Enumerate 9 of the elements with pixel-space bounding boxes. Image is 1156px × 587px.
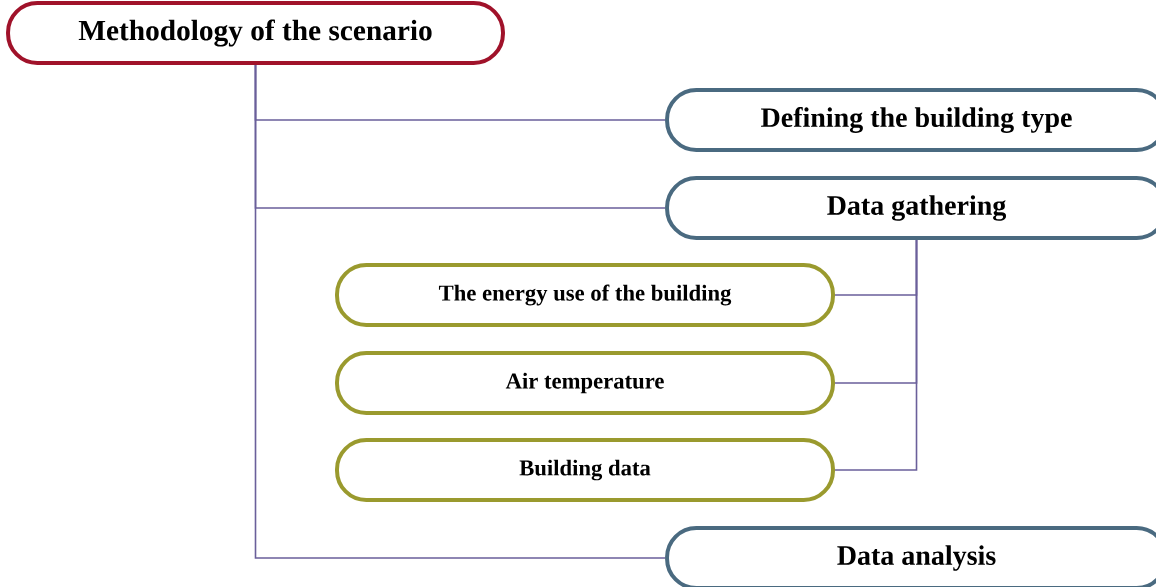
rounded-box: The energy use of the building xyxy=(335,263,835,327)
connector-line xyxy=(834,239,918,471)
connector-line xyxy=(254,64,666,559)
rounded-box: Data gathering xyxy=(665,176,1156,240)
rounded-box: Defining the building type xyxy=(665,88,1156,152)
rounded-box: Data analysis xyxy=(665,526,1156,587)
rounded-box: Building data xyxy=(335,438,835,502)
rounded-box: Air temperature xyxy=(335,351,835,415)
rounded-box: Methodology of the scenario xyxy=(6,1,505,65)
